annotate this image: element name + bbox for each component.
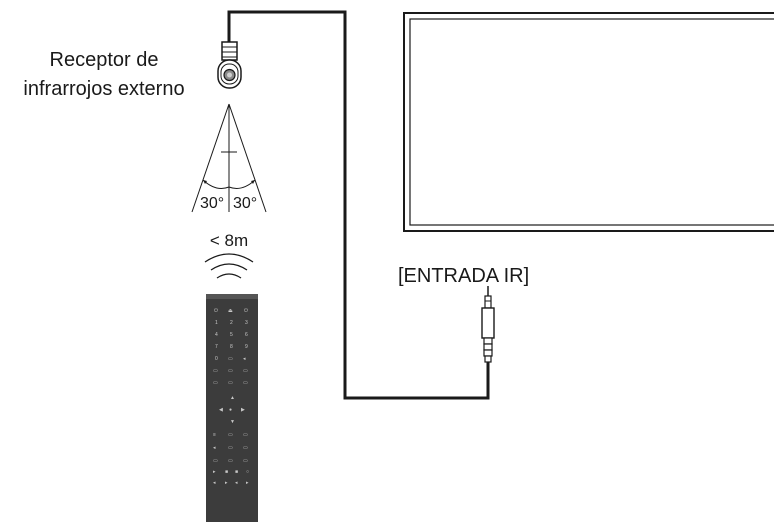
svg-text:6: 6: [245, 332, 248, 338]
svg-text:▭: ▭: [228, 432, 233, 438]
svg-text:▭: ▭: [228, 380, 233, 386]
svg-text:⏏: ⏏: [228, 308, 233, 314]
receiver-label-line1: Receptor de: [50, 49, 159, 71]
svg-text:▸: ▸: [225, 480, 228, 486]
svg-text:4: 4: [215, 332, 218, 338]
svg-text:◂: ◂: [213, 445, 216, 451]
svg-text:1: 1: [215, 320, 218, 326]
svg-text:●: ●: [229, 407, 232, 413]
svg-text:▼: ▼: [230, 419, 235, 425]
svg-text:▭: ▭: [213, 368, 218, 374]
svg-text:▸: ▸: [213, 469, 216, 475]
svg-text:▭: ▭: [228, 445, 233, 451]
svg-text:⏻: ⏻: [244, 308, 248, 314]
svg-text:◂: ◂: [243, 356, 246, 362]
range-label: < 8m: [210, 231, 248, 250]
svg-text:2: 2: [230, 320, 233, 326]
svg-text:▭: ▭: [228, 356, 233, 362]
svg-text:0: 0: [215, 356, 218, 362]
signal-waves-icon: [204, 253, 254, 279]
svg-text:▭: ▭: [243, 380, 248, 386]
svg-text:7: 7: [215, 344, 218, 350]
svg-text:■: ■: [225, 469, 228, 475]
svg-text:9: 9: [245, 344, 248, 350]
display-screen-icon: [403, 12, 774, 232]
svg-text:8: 8: [230, 344, 233, 350]
svg-text:▭: ▭: [243, 445, 248, 451]
angle-left-label: 30°: [200, 195, 224, 212]
svg-text:▭: ▭: [213, 458, 218, 464]
svg-text:▭: ▭: [243, 458, 248, 464]
angle-right-label: 30°: [233, 195, 257, 212]
svg-text:3: 3: [245, 320, 248, 326]
svg-text:○: ○: [246, 469, 249, 475]
svg-text:▸: ▸: [246, 480, 249, 486]
ir-input-label: [ENTRADA IR]: [398, 265, 529, 287]
receiver-label-line2: infrarrojos externo: [23, 78, 184, 100]
ir-receiver-icon: [217, 41, 242, 89]
svg-text:▭: ▭: [243, 432, 248, 438]
svg-text:▲: ▲: [230, 395, 235, 401]
svg-text:◀: ◀: [219, 407, 223, 413]
svg-text:■: ■: [235, 469, 238, 475]
ir-cable: [227, 10, 490, 400]
svg-text:◂: ◂: [235, 480, 238, 486]
svg-text:▭: ▭: [228, 368, 233, 374]
audio-jack-icon: [481, 286, 495, 363]
reception-angle-cone: [191, 103, 267, 213]
svg-text:5: 5: [230, 332, 233, 338]
svg-text:◂: ◂: [213, 480, 216, 486]
svg-text:▶: ▶: [241, 407, 245, 413]
svg-text:▭: ▭: [228, 458, 233, 464]
svg-text:▭: ▭: [243, 368, 248, 374]
svg-text:▭: ▭: [213, 380, 218, 386]
svg-text:⏻: ⏻: [214, 308, 218, 314]
svg-text:≡: ≡: [213, 432, 216, 438]
